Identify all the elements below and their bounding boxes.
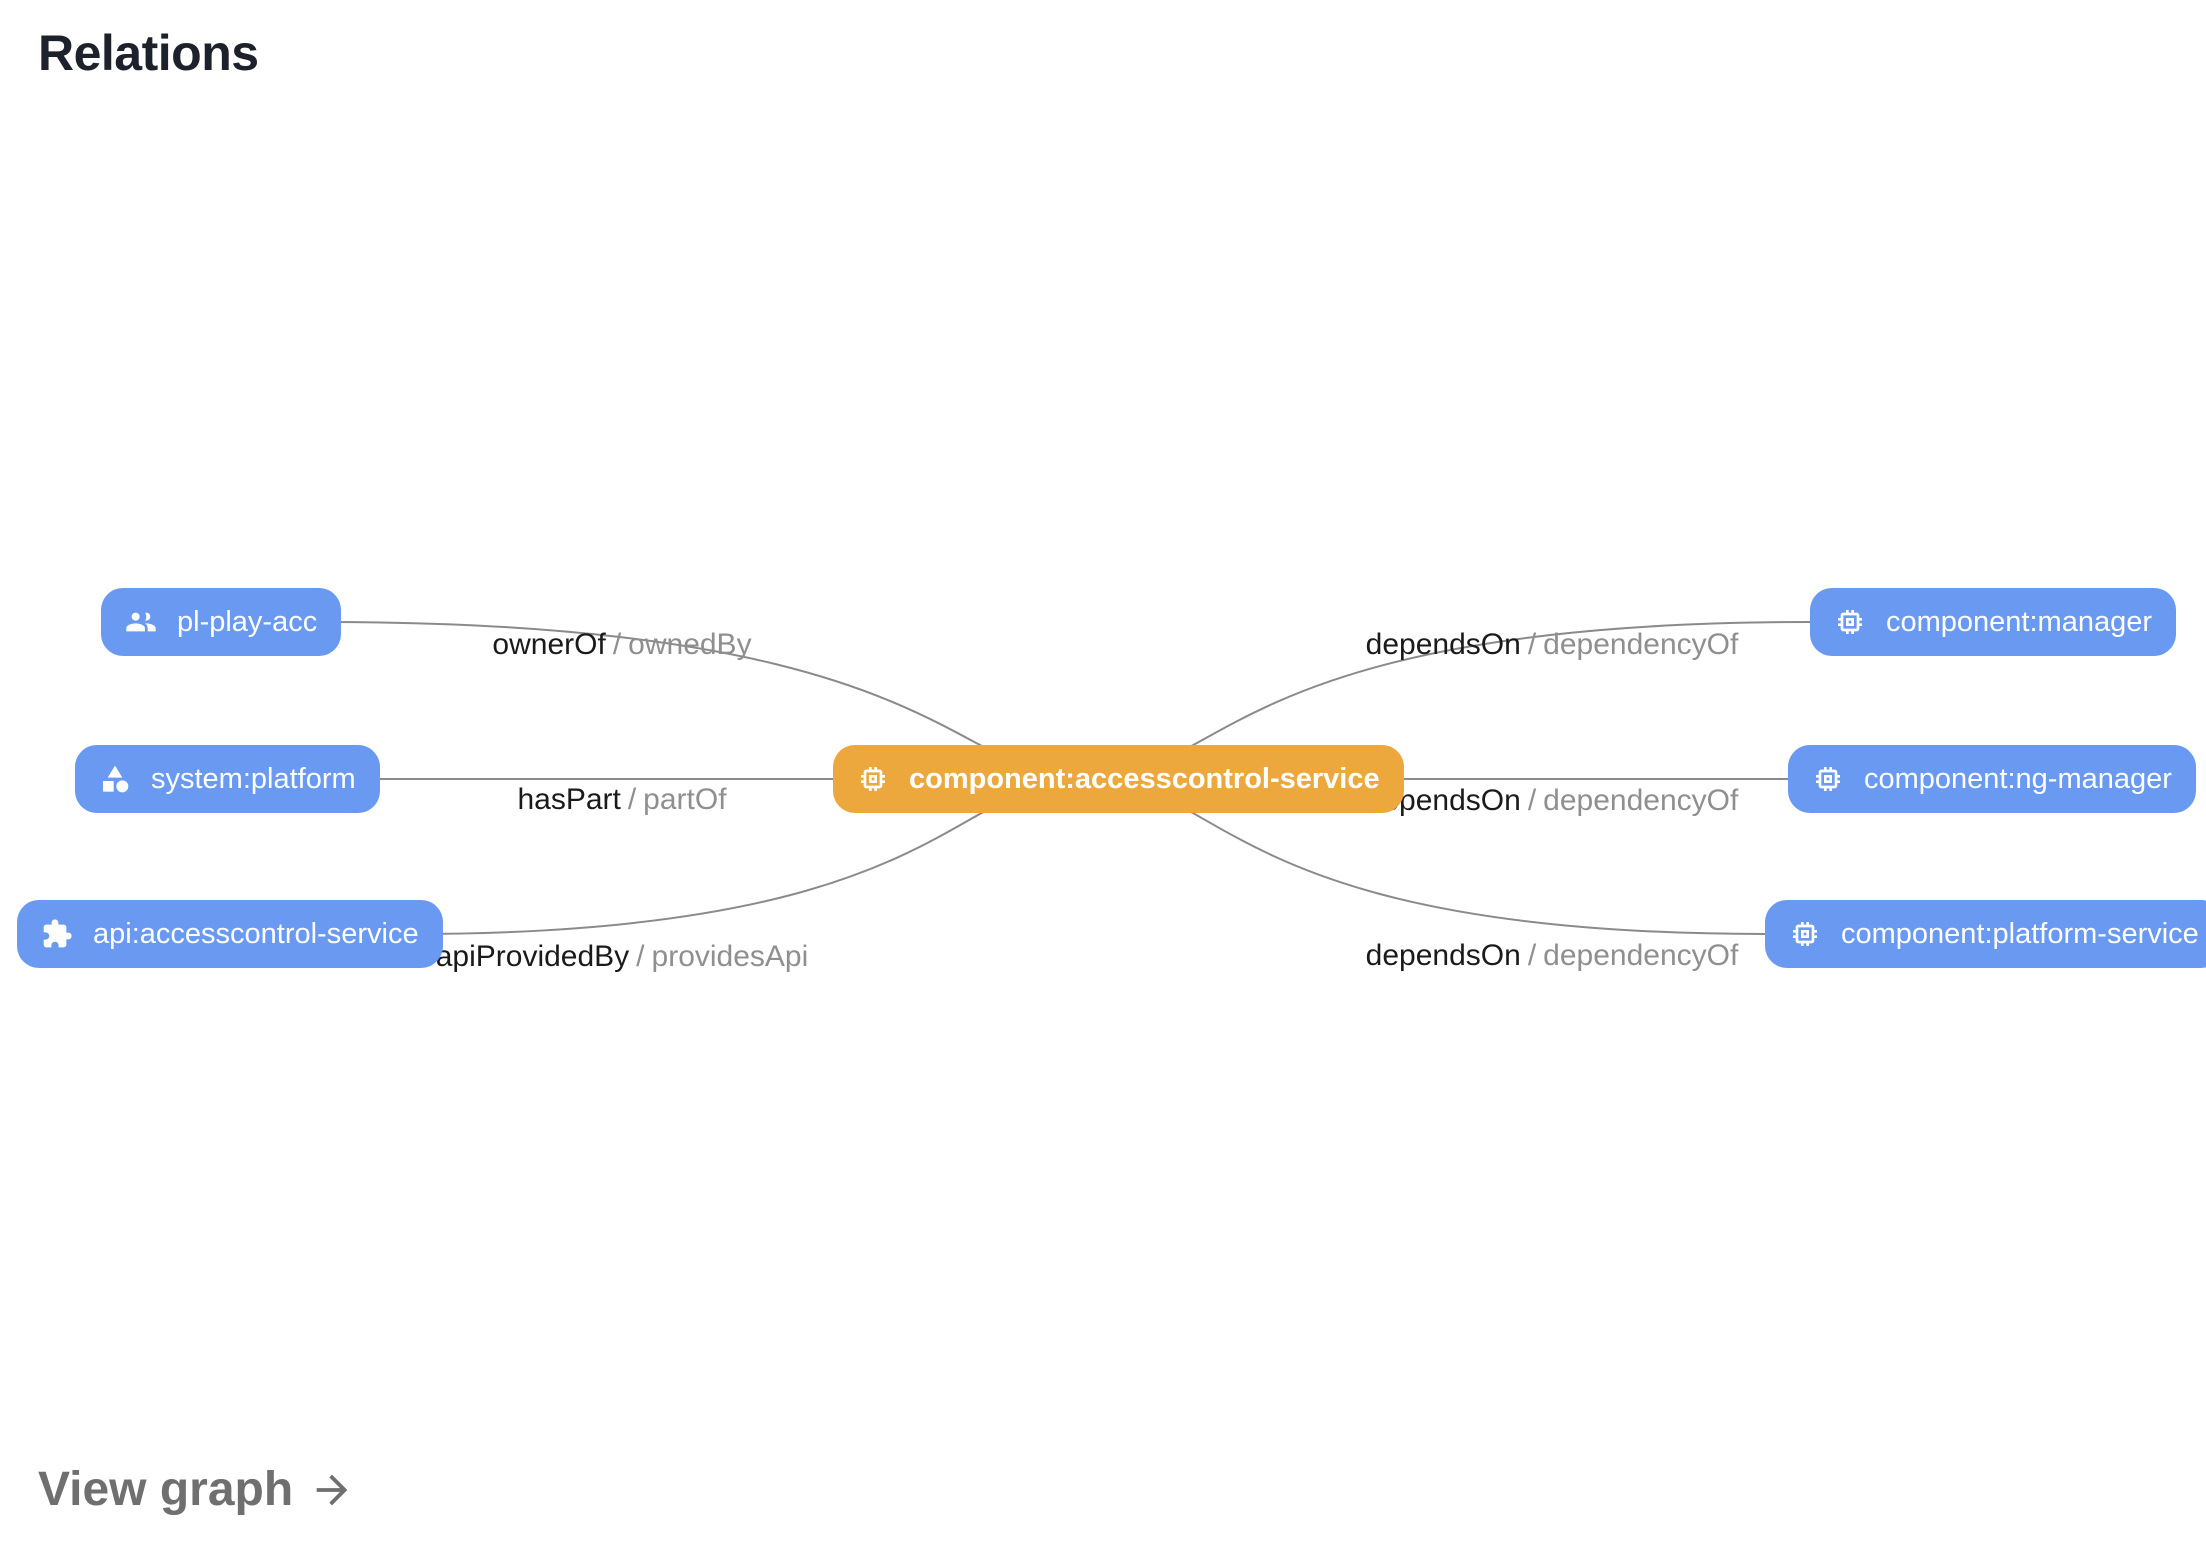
relation-label-separator: /: [1527, 628, 1537, 661]
arrow-right-icon: [309, 1467, 355, 1513]
view-graph-label: View graph: [38, 1463, 294, 1516]
relation-label-separator: /: [636, 940, 645, 973]
memory-chip-icon: [857, 763, 889, 795]
entity-node-label: api:accesscontrol-service: [93, 917, 419, 950]
entity-node-component-accesscontrol-service[interactable]: component:accesscontrol-service: [833, 745, 1404, 813]
relation-forward-label: dependsOn: [1365, 628, 1521, 661]
entity-node-label: component:accesscontrol-service: [909, 762, 1380, 795]
entity-node-label: component:platform-service: [1841, 917, 2199, 950]
relation-label-separator: /: [1527, 784, 1537, 817]
relation-reverse-label: ownedBy: [628, 628, 752, 661]
category-shapes-icon: [99, 763, 131, 795]
memory-chip-icon: [1812, 763, 1844, 795]
relation-reverse-label: dependencyOf: [1543, 939, 1739, 972]
relation-forward-label: ownerOf: [492, 628, 606, 661]
relation-reverse-label: partOf: [643, 783, 727, 816]
relation-edge-label-dependson-ng-manager: dependsOn/dependencyOf: [1366, 783, 1739, 819]
memory-chip-icon: [1789, 918, 1821, 950]
entity-node-api-accesscontrol-service[interactable]: api:accesscontrol-service: [17, 900, 443, 968]
people-icon: [125, 606, 157, 638]
entity-node-label: pl-play-acc: [177, 605, 318, 638]
view-graph-link[interactable]: View graph: [38, 1462, 355, 1517]
relation-forward-label: hasPart: [517, 783, 621, 816]
memory-chip-icon: [1834, 606, 1866, 638]
relation-label-separator: /: [627, 783, 637, 816]
relation-forward-label: dependsOn: [1365, 939, 1521, 972]
entity-node-component-manager[interactable]: component:manager: [1810, 588, 2176, 656]
entity-node-system-platform[interactable]: system:platform: [75, 745, 380, 813]
relation-edge-label-haspart: hasPart/partOf: [517, 782, 726, 818]
entity-node-label: system:platform: [151, 762, 356, 795]
relation-edge-label-ownerof: ownerOf/ownedBy: [492, 627, 751, 663]
relation-label-separator: /: [612, 628, 622, 661]
puzzle-extension-icon: [41, 918, 73, 950]
entity-node-pl-play-acc[interactable]: pl-play-acc: [101, 588, 342, 656]
relation-reverse-label: dependencyOf: [1543, 784, 1739, 817]
entity-node-label: component:ng-manager: [1864, 762, 2172, 795]
relation-edge-label-dependson-manager: dependsOn/dependencyOf: [1366, 627, 1739, 663]
relation-forward-label: apiProvidedBy: [435, 940, 630, 973]
relation-edge-label-apiprovidedby: apiProvidedBy/providesApi: [436, 939, 809, 975]
relation-reverse-label: dependencyOf: [1543, 628, 1739, 661]
relation-reverse-label: providesApi: [651, 940, 809, 973]
relation-label-separator: /: [1527, 939, 1537, 972]
page-title: Relations: [38, 25, 259, 81]
relation-edge-label-dependson-platform-service: dependsOn/dependencyOf: [1366, 938, 1739, 974]
entity-node-label: component:manager: [1886, 605, 2152, 638]
entity-node-component-platform-service[interactable]: component:platform-service: [1765, 900, 2206, 968]
entity-node-component-ng-manager[interactable]: component:ng-manager: [1788, 745, 2196, 813]
